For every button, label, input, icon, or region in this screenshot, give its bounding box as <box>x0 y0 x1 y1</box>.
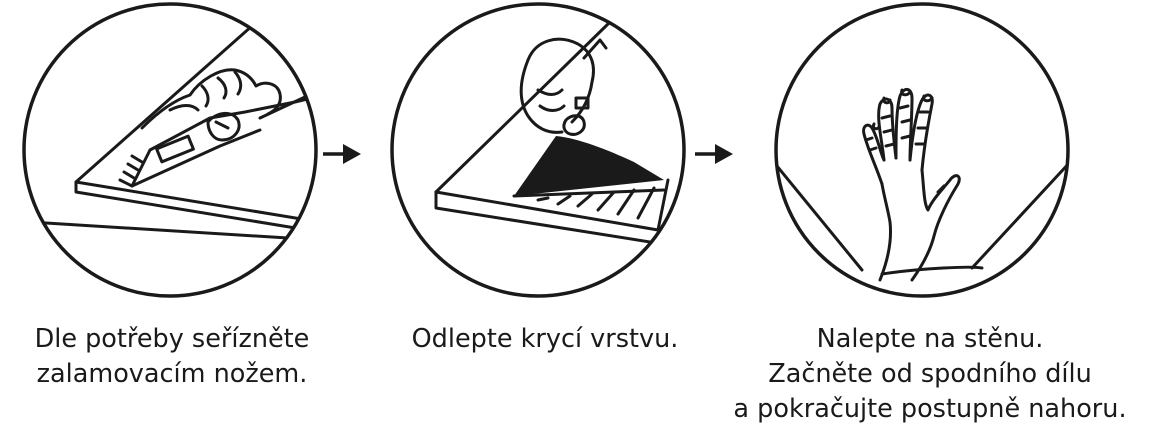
caption-line: Odlepte krycí vrstvu. <box>385 322 705 357</box>
caption-line: Nalepte na stěnu. <box>705 322 1155 357</box>
step-2-illustration <box>388 0 688 300</box>
caption-line: Dle potřeby seřízněte <box>4 322 340 357</box>
arrow-right-icon <box>695 142 735 170</box>
caption-line: a pokračujte postupně nahoru. <box>705 392 1155 427</box>
caption-line: Začněte od spodního dílu <box>705 357 1155 392</box>
peel-backing-icon <box>388 0 688 300</box>
step-2-caption: Odlepte krycí vrstvu. <box>385 322 705 357</box>
cutter-knife-icon <box>20 0 320 300</box>
step-3-caption: Nalepte na stěnu. Začněte od spodního dí… <box>705 322 1155 427</box>
step-1-illustration <box>20 0 320 300</box>
step-3-illustration <box>772 0 1072 300</box>
step-1-caption: Dle potřeby seřízněte zalamovacím nožem. <box>4 322 340 392</box>
caption-line: zalamovacím nožem. <box>4 357 340 392</box>
arrow-right-icon <box>323 142 363 170</box>
hand-press-wall-icon <box>772 0 1072 300</box>
